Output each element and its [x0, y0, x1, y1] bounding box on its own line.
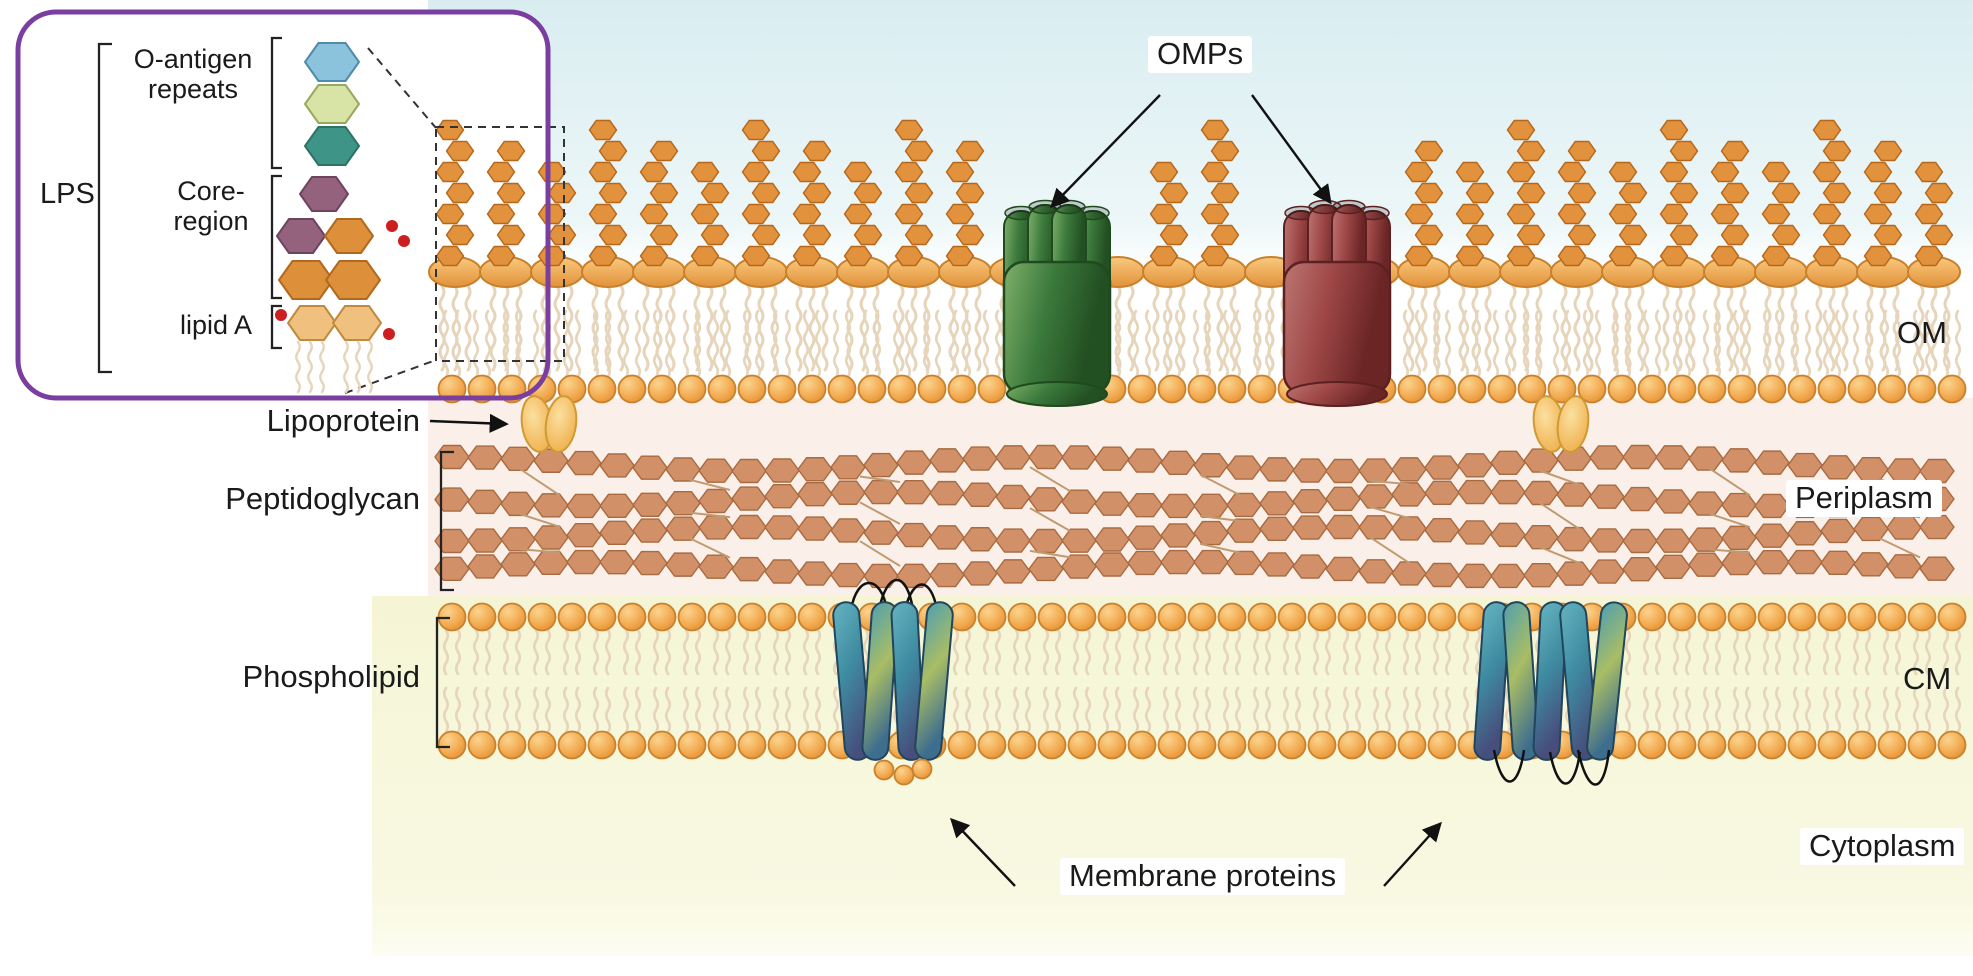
core-line1: Core-	[177, 176, 245, 206]
layer-brackets	[435, 450, 454, 749]
lps-inset	[97, 36, 410, 394]
membrane-protein-left	[832, 578, 954, 786]
label-om: OM	[1897, 315, 1947, 350]
o-antigen-line1: O-antigen	[133, 44, 253, 74]
lipoproteins	[520, 395, 1590, 453]
label-o-antigen-repeats: O-antigen repeats	[118, 44, 268, 104]
label-peptidoglycan: Peptidoglycan	[225, 481, 420, 516]
label-lipoprotein: Lipoprotein	[266, 403, 420, 438]
label-cm: CM	[1903, 661, 1952, 696]
omp-barrel-green	[1002, 199, 1112, 407]
label-cytoplasm: Cytoplasm	[1800, 828, 1965, 865]
annotation-arrows	[429, 94, 1442, 887]
inset-border	[15, 9, 551, 401]
label-lipid-a: lipid A	[180, 310, 253, 340]
outer-membrane	[428, 256, 1967, 404]
label-membrane-proteins: Membrane proteins	[1060, 858, 1346, 895]
label-core-region: Core- region	[156, 176, 266, 236]
label-lps: LPS	[40, 178, 95, 210]
omp-barrel-red	[1282, 199, 1392, 407]
label-phospholipid: Phospholipid	[242, 659, 420, 694]
label-periplasm: Periplasm	[1786, 480, 1942, 517]
core-line2: region	[173, 206, 249, 237]
peptidoglycan-layer	[434, 444, 1955, 589]
o-antigen-line2: repeats	[147, 74, 239, 105]
label-omps: OMPs	[1148, 36, 1253, 73]
o-antigen-chains	[435, 119, 1954, 267]
membrane-protein-right	[1473, 601, 1628, 786]
